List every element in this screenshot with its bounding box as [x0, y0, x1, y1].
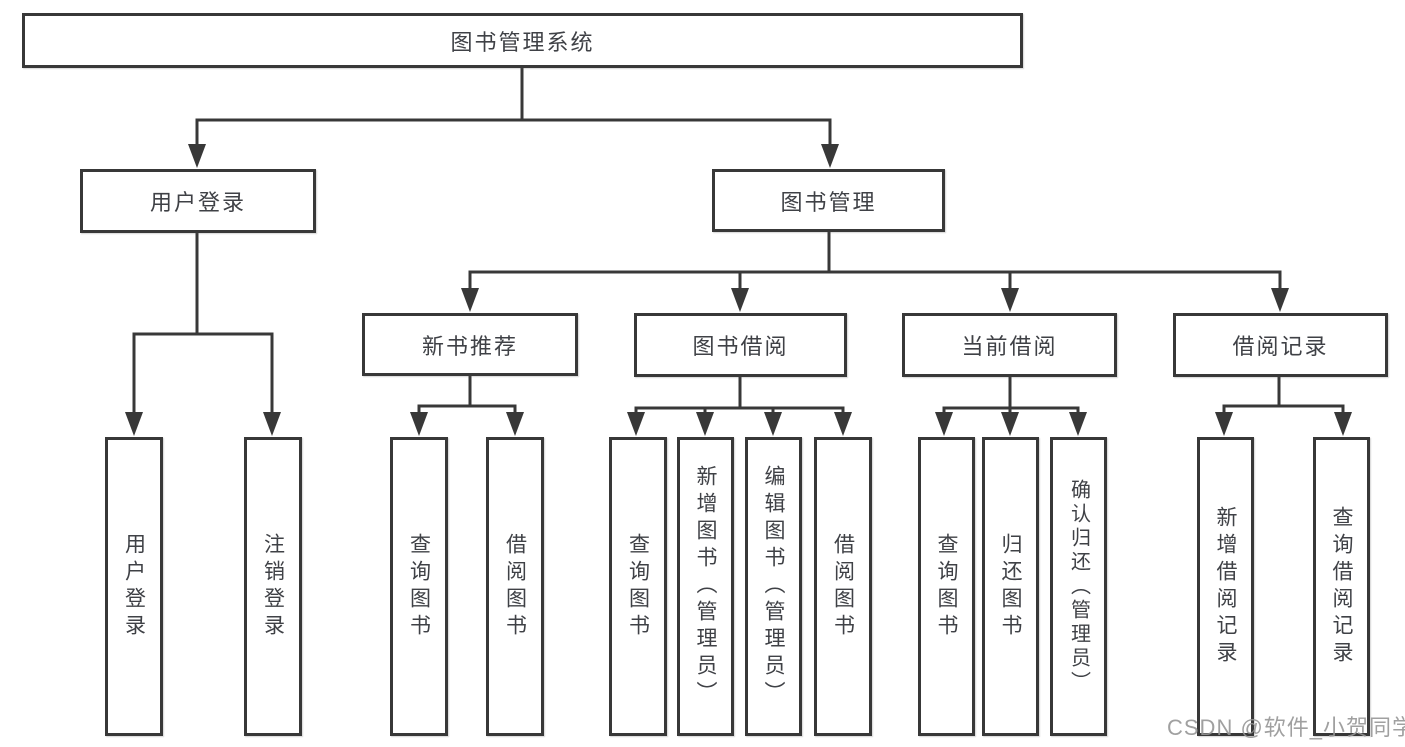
node-current-borrowing: 当前借阅 — [902, 313, 1117, 377]
leaf-cb-confirm-return-admin: 确认归还（管理员） — [1050, 437, 1107, 736]
node-borrowing-records: 借阅记录 — [1173, 313, 1388, 377]
node-library-system: 图书管理系统 — [22, 13, 1023, 68]
node-borrowing-records-label: 借阅记录 — [1232, 334, 1329, 359]
leaf-user-login-label: 用户登录 — [122, 532, 146, 641]
node-user-login: 用户登录 — [80, 169, 316, 233]
node-book-borrowing: 图书借阅 — [634, 313, 847, 377]
leaf-br-add-record-label: 新增借阅记录 — [1214, 505, 1237, 668]
leaf-br-add-record: 新增借阅记录 — [1197, 437, 1254, 736]
leaf-cb-query-books: 查询图书 — [918, 437, 975, 736]
leaf-bb-query-books: 查询图书 — [609, 437, 667, 736]
node-new-book-recommend: 新书推荐 — [362, 313, 578, 376]
leaf-bb-borrow-books-label: 借阅图书 — [831, 532, 855, 641]
node-library-system-label: 图书管理系统 — [450, 29, 595, 55]
node-book-management: 图书管理 — [712, 169, 945, 232]
leaf-bb-borrow-books: 借阅图书 — [814, 437, 872, 736]
leaf-bb-add-books-admin: 新增图书（管理员） — [677, 437, 734, 736]
leaf-bb-edit-books-admin: 编辑图书（管理员） — [745, 437, 802, 736]
leaf-br-query-record-label: 查询借阅记录 — [1330, 505, 1353, 668]
leaf-br-query-record: 查询借阅记录 — [1313, 437, 1370, 736]
leaf-nb-query-books-label: 查询图书 — [407, 532, 431, 641]
leaf-bb-edit-books-admin-label: 编辑图书（管理员） — [762, 465, 785, 708]
watermark: CSDN @软件_小贺同学 — [1167, 715, 1405, 740]
leaf-user-login: 用户登录 — [105, 437, 163, 736]
node-current-borrowing-label: 当前借阅 — [961, 334, 1058, 359]
leaf-logout: 注销登录 — [244, 437, 302, 736]
node-new-book-recommend-label: 新书推荐 — [421, 333, 518, 359]
leaf-bb-add-books-admin-label: 新增图书（管理员） — [694, 465, 717, 708]
leaf-cb-return-books: 归还图书 — [982, 437, 1039, 736]
leaf-cb-confirm-return-admin-label: 确认归还（管理员） — [1067, 478, 1090, 695]
node-book-management-label: 图书管理 — [780, 189, 877, 215]
node-user-login-label: 用户登录 — [149, 190, 246, 215]
leaf-cb-return-books-label: 归还图书 — [999, 532, 1022, 641]
leaf-bb-query-books-label: 查询图书 — [626, 532, 650, 641]
leaf-cb-query-books-label: 查询图书 — [935, 532, 958, 641]
leaf-logout-label: 注销登录 — [261, 532, 285, 641]
node-book-borrowing-label: 图书借阅 — [692, 334, 789, 359]
leaf-nb-borrow-books-label: 借阅图书 — [503, 532, 527, 641]
leaf-nb-query-books: 查询图书 — [390, 437, 448, 736]
leaf-nb-borrow-books: 借阅图书 — [486, 437, 544, 736]
